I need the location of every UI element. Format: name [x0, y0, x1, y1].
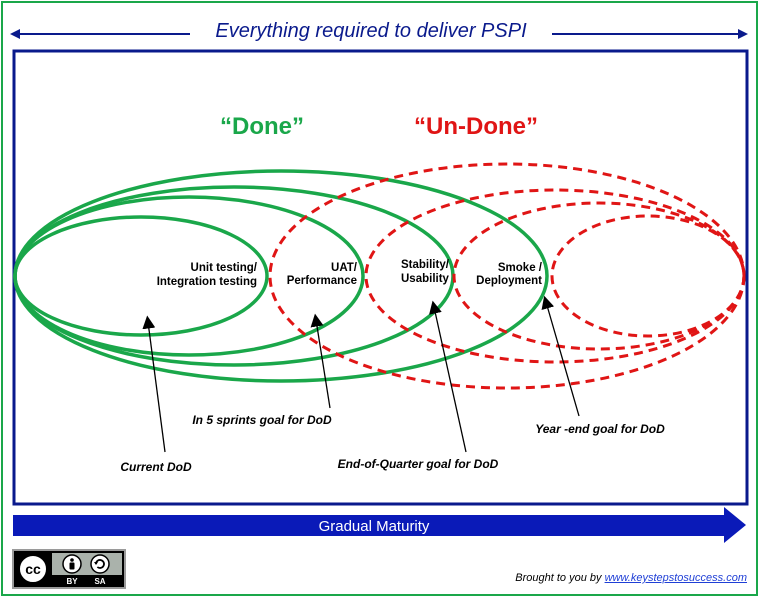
done-ellipses [13, 169, 549, 383]
stage-unit-testing-line2: Integration testing [157, 276, 257, 288]
stage-smoke-line2: Deployment [476, 275, 542, 287]
stage-uat-line1: UAT/ [331, 262, 358, 274]
stage-stability-line1: Stability/ [401, 259, 450, 271]
maturity-arrow [13, 507, 746, 543]
arrow-end-of-quarter [429, 300, 467, 453]
header-title: Everything required to deliver PSPI [215, 20, 527, 42]
scope-arrow [10, 29, 748, 39]
sa-label: SA [94, 577, 105, 586]
done-ellipse-year [13, 169, 549, 383]
stage-unit-testing-line1: Unit testing/ [191, 262, 258, 274]
annotation-current-dod: Current DoD [120, 460, 192, 474]
stage-stability-line2: Usability [401, 273, 450, 285]
credit-link[interactable]: www.keystepstosuccess.com [604, 572, 747, 584]
content-box [12, 49, 749, 506]
cc-license-badge: cc BY SA [12, 549, 126, 589]
sa-icon [90, 554, 110, 574]
done-heading: “Done” [220, 113, 304, 140]
cc-icon-text: cc [25, 561, 41, 577]
undone-heading: “Un-Done” [414, 113, 538, 140]
arrow-5-sprints [310, 313, 331, 409]
arrow-current-dod [142, 315, 166, 453]
annotation-end-of-quarter: End-of-Quarter goal for DoD [338, 457, 499, 471]
annotation-arrows [142, 295, 580, 453]
arrow-year-end [541, 295, 580, 417]
annotation-5-sprints: In 5 sprints goal for DoD [192, 413, 332, 427]
stage-uat-line2: Performance [287, 275, 357, 287]
by-label: BY [66, 577, 78, 586]
cc-icon [18, 554, 48, 584]
credit-prefix: Brought to you by [515, 572, 605, 584]
annotation-year-end: Year -end goal for DoD [535, 422, 665, 436]
stage-smoke-line1: Smoke / [498, 262, 543, 274]
undone-ellipse-4 [268, 162, 746, 390]
undone-ellipses [268, 162, 746, 390]
credit-line: Brought to you by www.keystepstosuccess.… [515, 572, 747, 584]
maturity-label: Gradual Maturity [319, 518, 430, 535]
